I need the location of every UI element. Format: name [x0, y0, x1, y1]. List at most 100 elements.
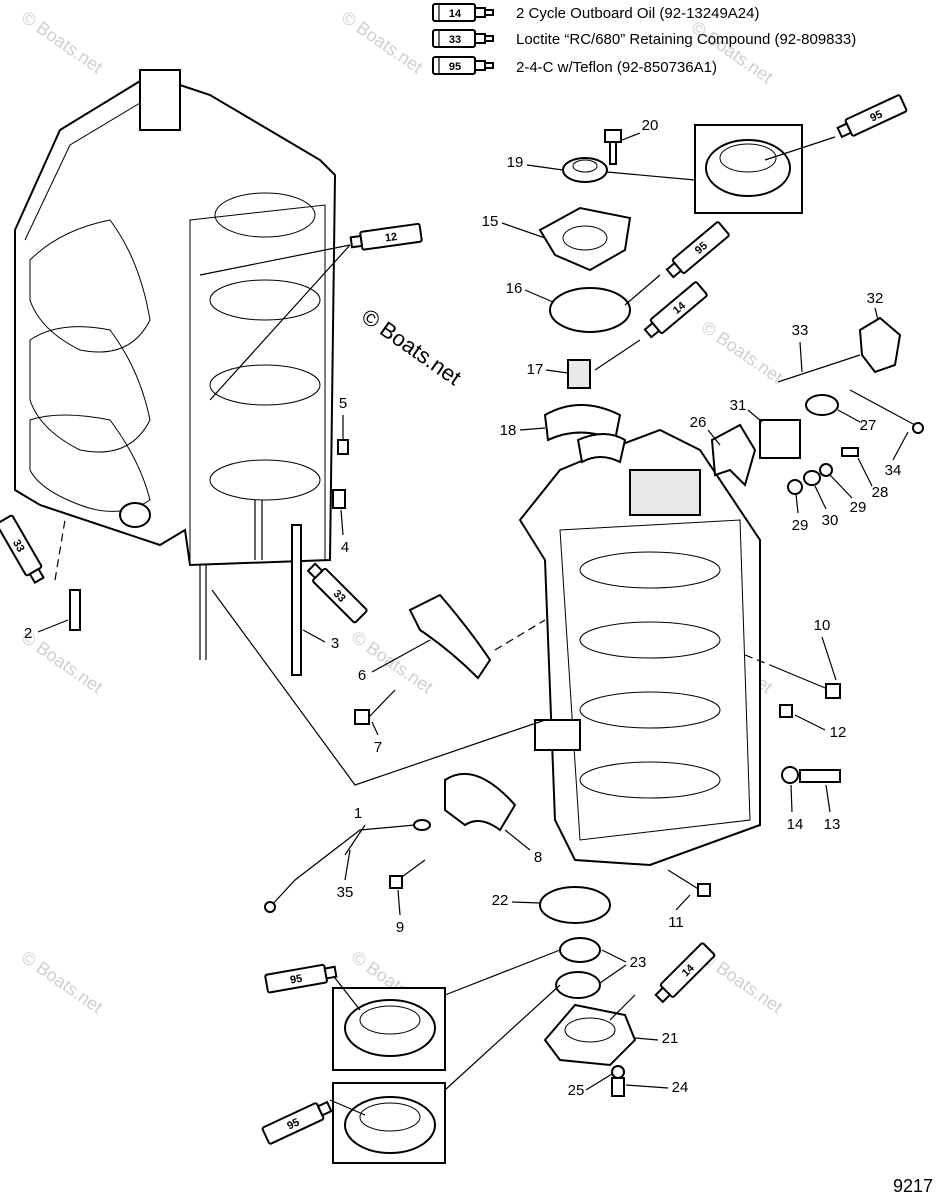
figure-number: 9217 [893, 1176, 933, 1196]
callout-13: 13 [824, 816, 841, 833]
tube-95-lower2: 95 [261, 1100, 333, 1145]
watermark: © Boats.net [338, 7, 427, 77]
watermark: © Boats.net [688, 17, 777, 87]
svg-text:95: 95 [289, 973, 303, 987]
callouts: 1 2 3 4 5 6 7 8 9 10 11 12 13 14 15 16 1… [24, 117, 909, 1099]
dowel-4 [332, 489, 346, 509]
crankcase-cover [518, 428, 761, 867]
nut-12 [779, 704, 793, 718]
callout-23: 23 [630, 954, 647, 971]
tube-33-mid: 33 [306, 562, 368, 624]
screw-33 [777, 354, 861, 383]
bolt-10 [769, 664, 831, 691]
svg-text:95: 95 [868, 108, 884, 124]
callout-35: 35 [337, 884, 354, 901]
upper-end-cap-15 [538, 206, 632, 272]
sensor-32 [858, 316, 902, 374]
watermark: © Boats.net [348, 627, 437, 697]
watermark: © Boats.net [18, 7, 107, 77]
needle-bearing-17 [567, 359, 591, 389]
callout-1: 1 [354, 805, 362, 822]
svg-text:14: 14 [449, 8, 462, 20]
callout-11: 11 [668, 914, 684, 931]
washer-29a [819, 463, 833, 477]
bolt-7 [354, 709, 370, 725]
clamp-27 [805, 394, 839, 416]
bearing-cap-8 [444, 772, 517, 832]
callout-18: 18 [500, 422, 517, 439]
callout-9: 9 [396, 919, 404, 936]
lower-end-cap-21 [543, 1003, 637, 1067]
screw-28 [841, 447, 859, 457]
legend-text: 2 Cycle Outboard Oil (92-13249A24) [516, 5, 759, 22]
callout-27: 27 [860, 417, 877, 434]
callout-16: 16 [506, 280, 523, 297]
center-watermark: © Boats.net [357, 304, 466, 391]
seal-23a [559, 937, 601, 963]
callout-15: 15 [482, 213, 499, 230]
callout-30: 30 [822, 512, 839, 529]
tube-14-lower: 14 [654, 942, 716, 1004]
callout-7: 7 [374, 739, 382, 756]
main-bearing-cap-6 [408, 593, 492, 680]
callout-21: 21 [662, 1030, 679, 1047]
legend-tube-icon: 33 [432, 29, 494, 48]
o-ring-16 [549, 287, 631, 333]
legend-text: Loctite “RC/680” Retaining Compound (92-… [516, 31, 856, 48]
o-ring-22 [539, 886, 611, 924]
callout-4: 4 [341, 539, 349, 556]
legend-tube-icon: 95 [432, 56, 494, 75]
callout-33: 33 [792, 322, 809, 339]
washer-29b [787, 479, 803, 495]
callout-14: 14 [787, 816, 804, 833]
screw-24 [611, 1077, 625, 1097]
tube-33-left: 33 [0, 514, 45, 584]
watermark: © Boats.net [18, 947, 107, 1017]
svg-text:33: 33 [10, 538, 27, 555]
gasket-26 [710, 423, 757, 487]
bolt-11 [667, 869, 701, 891]
callout-25: 25 [568, 1082, 585, 1099]
wire-35 [269, 824, 416, 908]
svg-text:33: 33 [449, 34, 461, 46]
callout-8: 8 [534, 849, 542, 866]
callout-31: 31 [730, 397, 747, 414]
callout-5: 5 [339, 395, 347, 412]
svg-text:12: 12 [384, 231, 398, 245]
callout-17: 17 [527, 361, 544, 378]
callout-29: 29 [850, 499, 867, 516]
bolt-20 [604, 129, 622, 165]
seal-23b [555, 971, 601, 999]
callout-29: 29 [792, 517, 809, 534]
tube-14-mid: 14 [643, 281, 708, 339]
legend-tube-icon: 14 [432, 3, 494, 22]
tube-95-top: 95 [836, 94, 908, 139]
bolt-13 [799, 769, 841, 783]
leader-line [211, 589, 546, 786]
stud-2 [69, 589, 81, 631]
block-31 [759, 419, 801, 459]
tube-12: 12 [349, 222, 423, 251]
callout-2: 2 [24, 625, 32, 642]
washer-25 [611, 1065, 625, 1079]
callout-26: 26 [690, 414, 707, 431]
cylinder-block [14, 69, 337, 660]
tube-95-mid: 95 [665, 221, 730, 279]
callout-19: 19 [507, 154, 524, 171]
washer-14 [781, 766, 799, 784]
wire-34 [849, 389, 916, 426]
callout-22: 22 [492, 892, 509, 909]
callout-20: 20 [642, 117, 659, 134]
seal-19 [562, 157, 608, 183]
callout-3: 3 [331, 635, 339, 652]
svg-text:95: 95 [285, 1116, 301, 1132]
callout-10: 10 [814, 617, 831, 634]
callout-34: 34 [885, 462, 902, 479]
legend: 14 2 Cycle Outboard Oil (92-13249A24) 33… [432, 3, 856, 76]
svg-text:95: 95 [449, 61, 461, 73]
callout-28: 28 [872, 484, 889, 501]
callout-6: 6 [358, 667, 366, 684]
stud-3 [291, 524, 302, 676]
